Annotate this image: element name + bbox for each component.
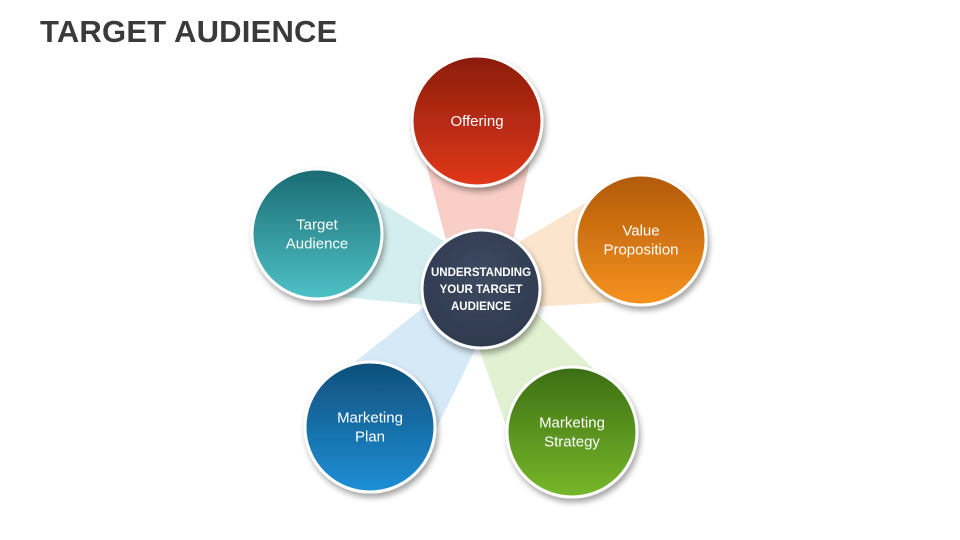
node-offering: Offering (410, 54, 544, 188)
center-label: AUDIENCE (451, 301, 511, 313)
slide-title: TARGET AUDIENCE (40, 14, 338, 49)
node-label-marketing-plan: Marketing (337, 410, 403, 427)
node-label-marketing-plan: Plan (355, 429, 385, 446)
center-label: UNDERSTANDING (431, 267, 531, 279)
node-label-marketing-strategy: Marketing (539, 415, 605, 432)
node-circle-target-audience (250, 167, 384, 301)
center-label: YOUR TARGET (440, 284, 523, 296)
node-circle-offering (410, 54, 544, 188)
node-circle-marketing-plan (303, 360, 437, 494)
outer-nodes: OfferingValuePropositionMarketingStrateg… (250, 54, 708, 499)
node-label-marketing-strategy: Strategy (544, 434, 600, 451)
center-circle (420, 228, 542, 350)
node-circle-marketing-strategy (505, 365, 639, 499)
node-label-target-audience: Audience (286, 236, 349, 253)
node-label-offering: Offering (450, 113, 503, 130)
node-label-value-proposition: Value (622, 223, 659, 240)
node-label-target-audience: Target (296, 217, 339, 234)
center-node: UNDERSTANDING YOUR TARGET AUDIENCE (420, 228, 542, 350)
node-circle-value-proposition (574, 173, 708, 307)
node-label-value-proposition: Proposition (603, 242, 678, 259)
